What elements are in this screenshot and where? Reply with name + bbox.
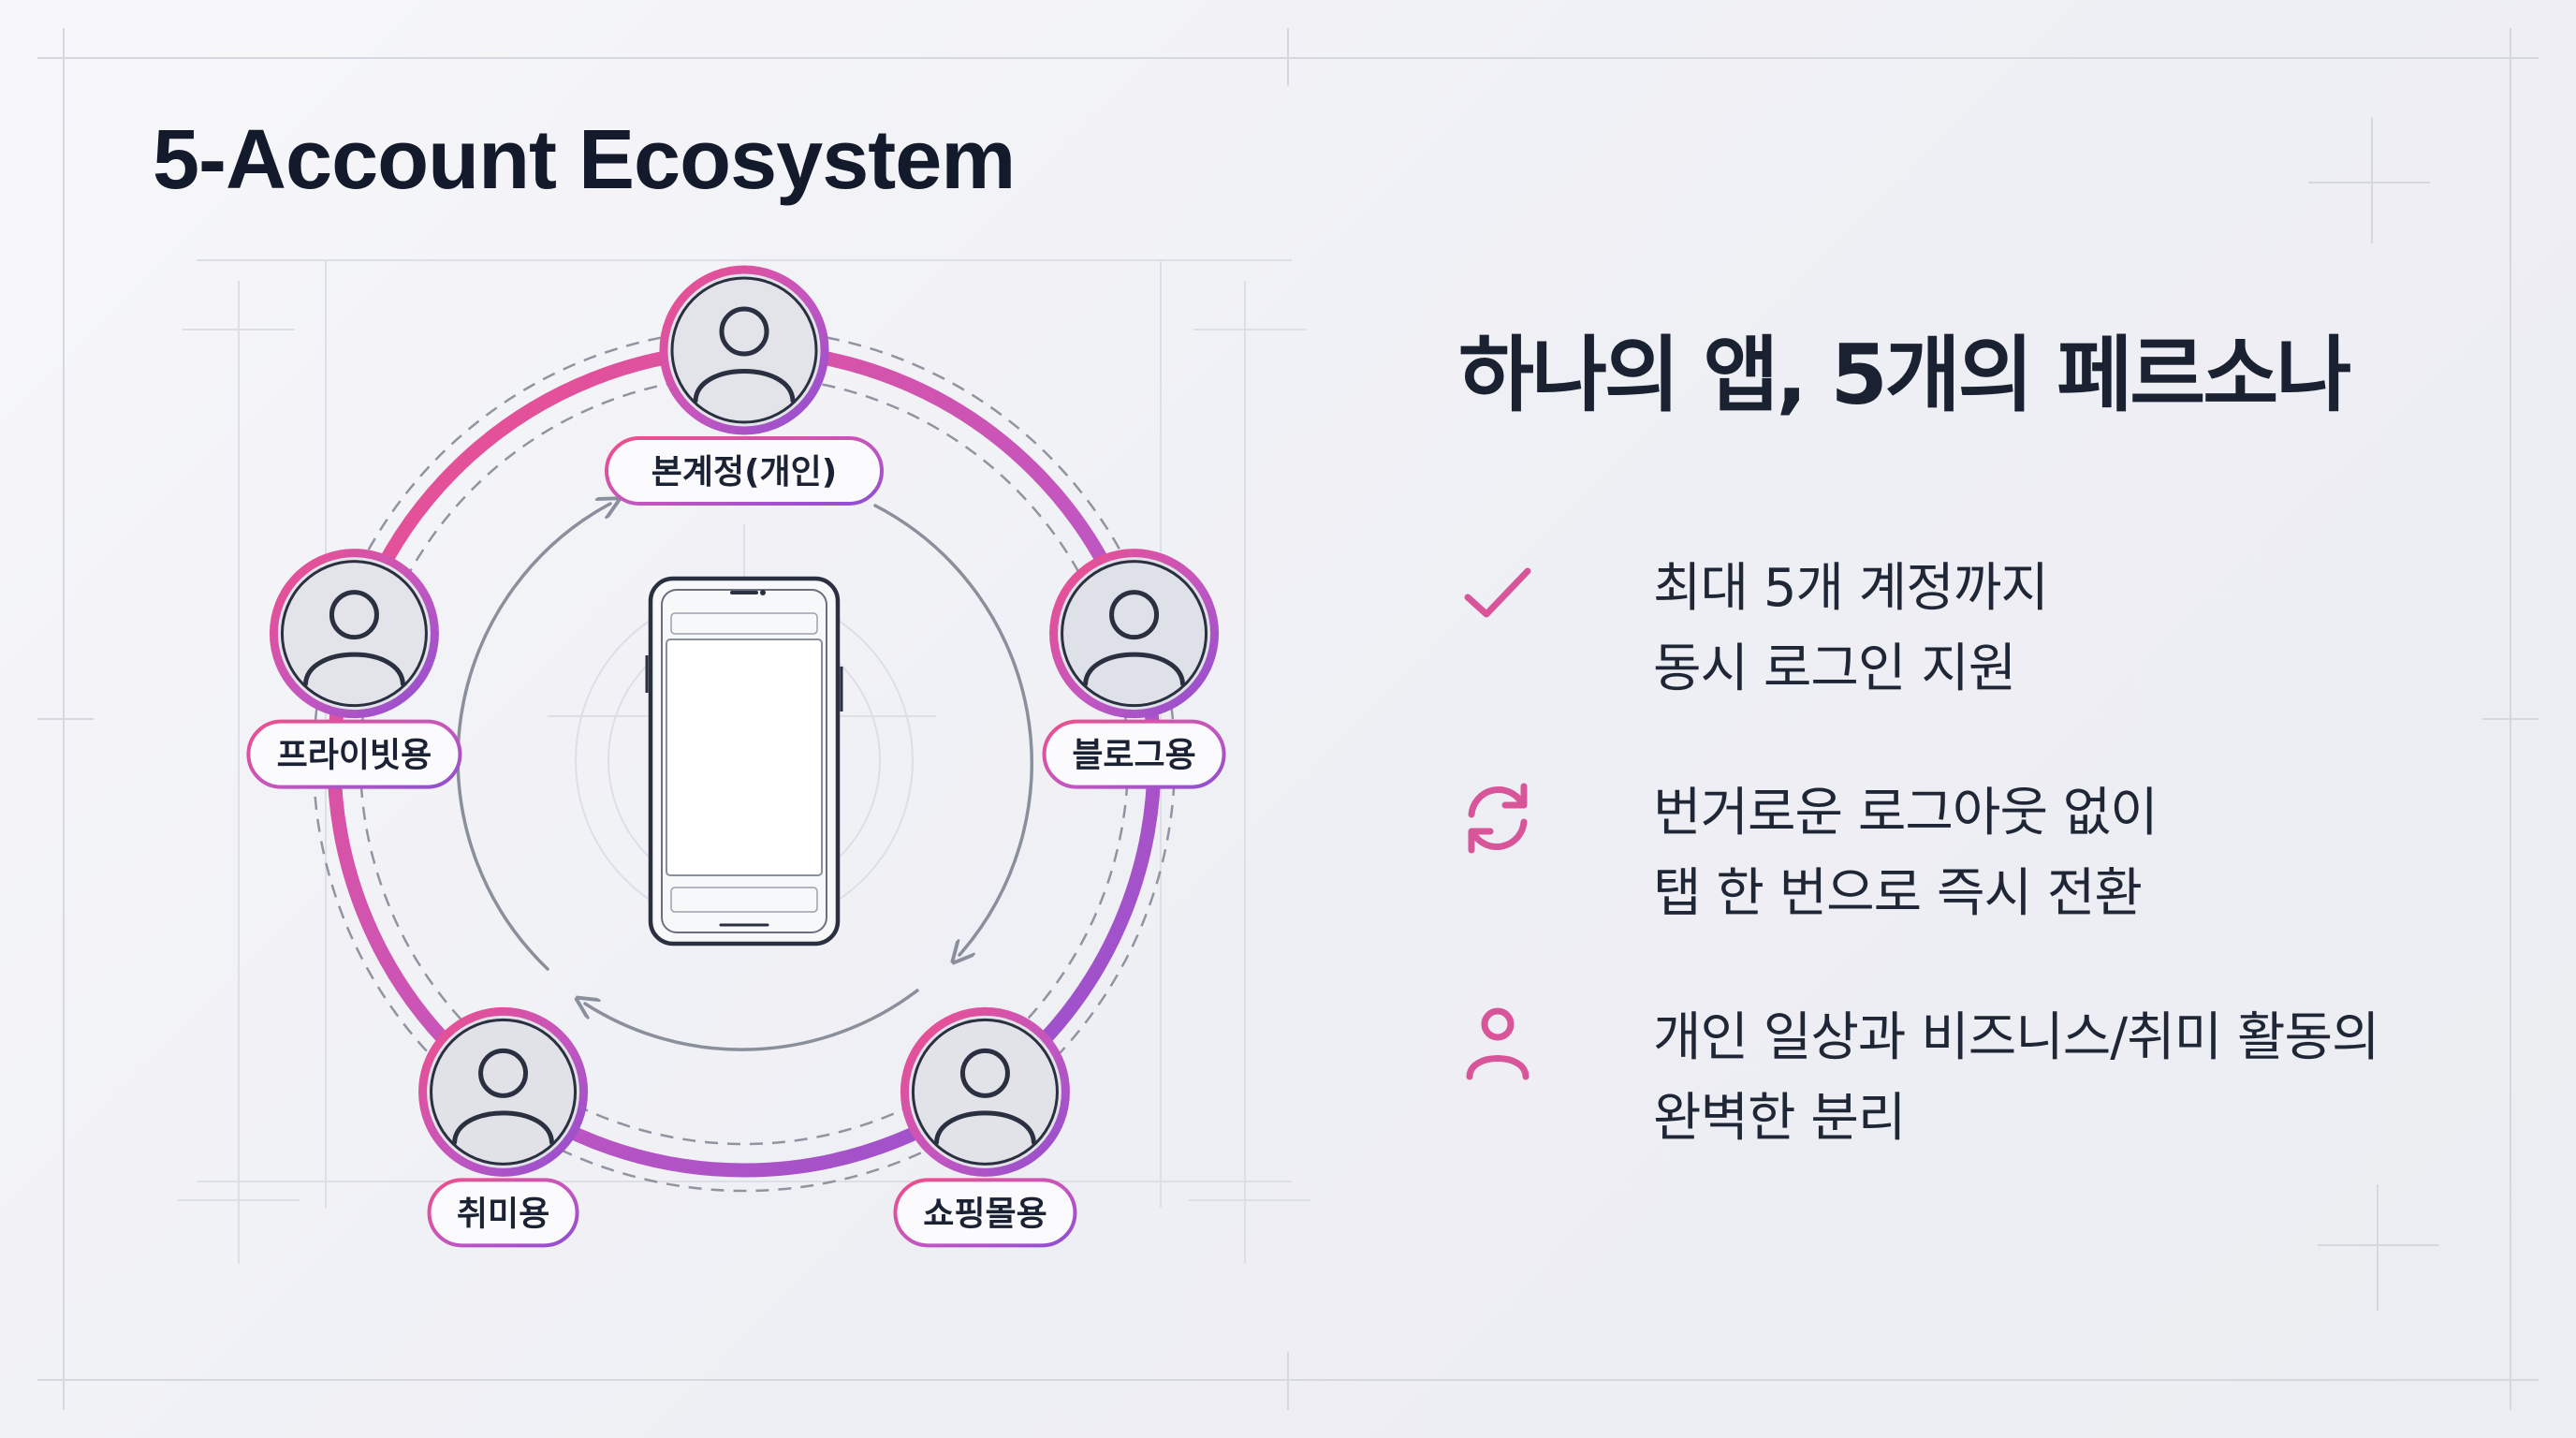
account-label: 취미용: [457, 1195, 549, 1233]
rotation-arrows-icon: [456, 504, 1033, 1051]
user-icon: [452, 1048, 555, 1145]
account-label-pill: 쇼핑몰용: [893, 1178, 1077, 1248]
account-label: 본계정(개인): [651, 453, 838, 492]
account-node: 취미용: [418, 1006, 589, 1248]
persona-subtitle: 하나의 앱, 5개의 페르소나: [1458, 327, 2351, 423]
account-node: 쇼핑몰용: [893, 1006, 1077, 1248]
account-node: 프라이빗용: [246, 549, 462, 789]
user-icon: [933, 1048, 1036, 1145]
account-label-pill: 본계정(개인): [605, 436, 884, 506]
user-icon: [302, 590, 405, 687]
feature-line: 번거로운 로그아웃 없이: [1653, 783, 2159, 844]
feature-line: 개인 일상과 비즈니스/취미 활동의: [1653, 1007, 2380, 1068]
checkmark-icon: [1464, 567, 1531, 618]
smartphone-icon: [645, 576, 843, 946]
feature-line: 동시 로그인 지원: [1653, 638, 2016, 699]
feature-line: 최대 5개 계정까지: [1653, 558, 2049, 619]
feature-line: 완벽한 분리: [1653, 1088, 1906, 1149]
account-label: 블로그용: [1072, 737, 1195, 775]
feature-quick-switch: 번거로운 로그아웃 없이 탭 한 번으로 즉시 전환: [1458, 773, 2159, 934]
refresh-icon: [1468, 783, 1528, 854]
account-label-pill: 취미용: [427, 1178, 579, 1248]
feature-line: 탭 한 번으로 즉시 전환: [1653, 863, 2143, 924]
person-icon: [1466, 1007, 1530, 1080]
user-icon: [693, 306, 796, 404]
account-label-pill: 블로그용: [1042, 719, 1226, 789]
account-label-pill: 프라이빗용: [246, 719, 462, 789]
page-title: 5-Account Ecosystem: [153, 113, 1016, 207]
account-node: 본계정(개인): [605, 265, 884, 506]
account-label: 쇼핑몰용: [923, 1195, 1046, 1233]
account-node: 블로그용: [1042, 549, 1226, 789]
user-icon: [1083, 590, 1186, 687]
feature-multi-login: 최대 5개 계정까지 동시 로그인 지원: [1458, 549, 2049, 710]
feature-separation: 개인 일상과 비즈니스/취미 활동의 완벽한 분리: [1458, 998, 2380, 1159]
account-label: 프라이빗용: [277, 737, 432, 775]
